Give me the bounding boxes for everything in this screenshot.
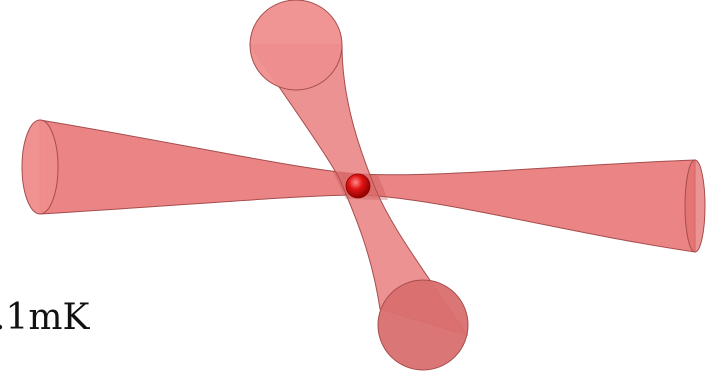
temperature-label: .1mK <box>0 297 89 338</box>
horizontal-beam-left-end <box>22 120 58 214</box>
vertical-beam-bottom-end <box>378 280 468 370</box>
vertical-beam-top-end <box>250 0 342 90</box>
atom <box>346 174 370 198</box>
horizontal-beam-right-end <box>685 160 705 252</box>
